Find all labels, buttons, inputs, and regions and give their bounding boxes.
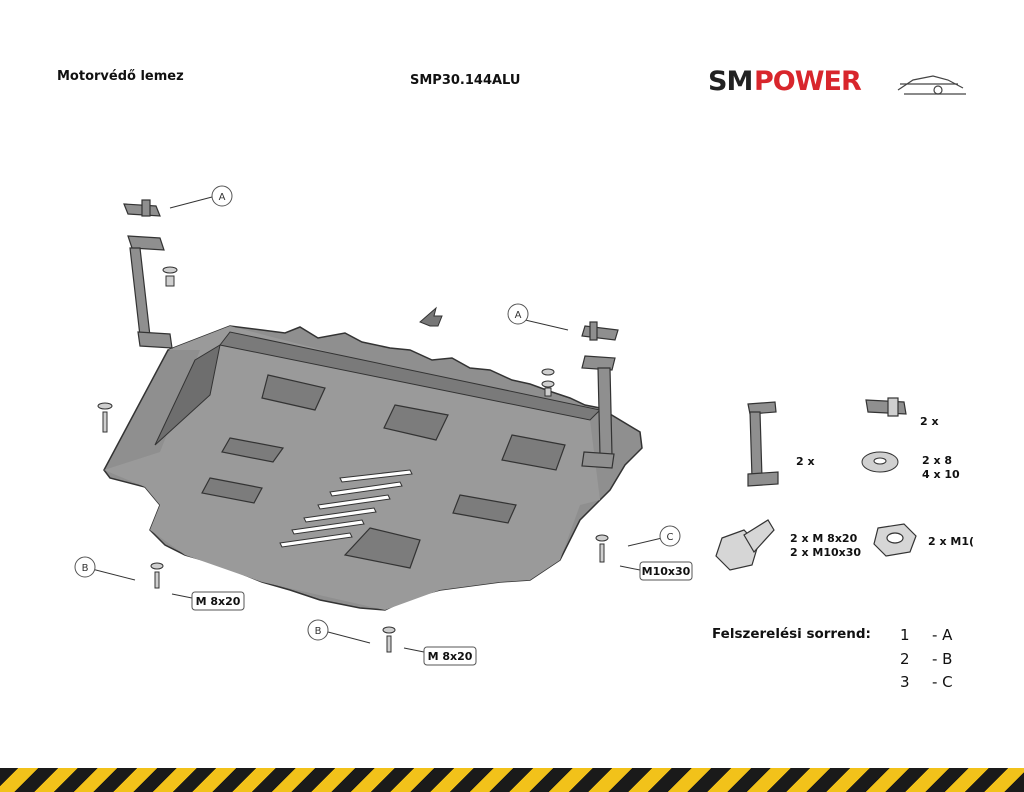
callout-b-left: B <box>74 556 96 578</box>
install-order-title: Felszerelési sorrend: <box>712 626 871 642</box>
smpower-logo: SM POWER <box>708 66 966 97</box>
parts-bracket-image <box>747 401 779 487</box>
callout-a-left: A <box>211 185 233 207</box>
svg-text:M10x30: M10x30 <box>642 565 691 578</box>
parts-bolt-image <box>715 519 775 571</box>
product-code: SMP30.144ALU <box>410 73 521 88</box>
logo-power-text: POWER <box>754 66 862 97</box>
fastener-set <box>97 266 609 653</box>
parts-nut-line: 2 x M1( <box>928 535 974 548</box>
callout-c: C <box>659 525 681 547</box>
document-title: Motorvédő lemez <box>57 69 184 84</box>
svg-text:B: B <box>315 626 322 637</box>
svg-text:M 8x20: M 8x20 <box>428 650 473 663</box>
parts-bolt-line1: 2 x M 8x20 <box>790 532 858 545</box>
logo-sm-text: SM <box>708 66 752 97</box>
engine-guard-plate <box>103 325 643 611</box>
parts-clip-image <box>865 397 907 417</box>
svg-text:C: C <box>667 532 674 543</box>
parts-washer-line2: 4 x 10 <box>922 468 960 481</box>
parts-nut-image <box>873 523 917 557</box>
hazard-stripe-footer <box>0 768 1024 792</box>
car-silhouette-icon <box>897 75 966 95</box>
bolt-label-m8x20-center: M 8x20 <box>423 646 477 666</box>
bolt-label-m10x30: M10x30 <box>639 561 693 581</box>
direction-arrow-icon <box>419 306 443 327</box>
svg-text:M 8x20: M 8x20 <box>196 595 241 608</box>
callout-a-right: A <box>507 303 529 325</box>
parts-washer-image <box>861 451 899 473</box>
parts-bolt-line2: 2 x M10x30 <box>790 546 861 559</box>
callout-b-center: B <box>307 619 329 641</box>
parts-bracket-qty: 2 x <box>796 455 815 468</box>
parts-clip-qty: 2 x <box>920 415 939 428</box>
svg-text:A: A <box>515 310 522 321</box>
svg-text:B: B <box>82 563 89 574</box>
bolt-label-m8x20-left: M 8x20 <box>191 591 245 611</box>
left-bracket <box>123 199 173 349</box>
right-bracket <box>581 321 619 469</box>
svg-text:A: A <box>219 192 226 203</box>
parts-washer-line1: 2 x 8 <box>922 454 952 467</box>
